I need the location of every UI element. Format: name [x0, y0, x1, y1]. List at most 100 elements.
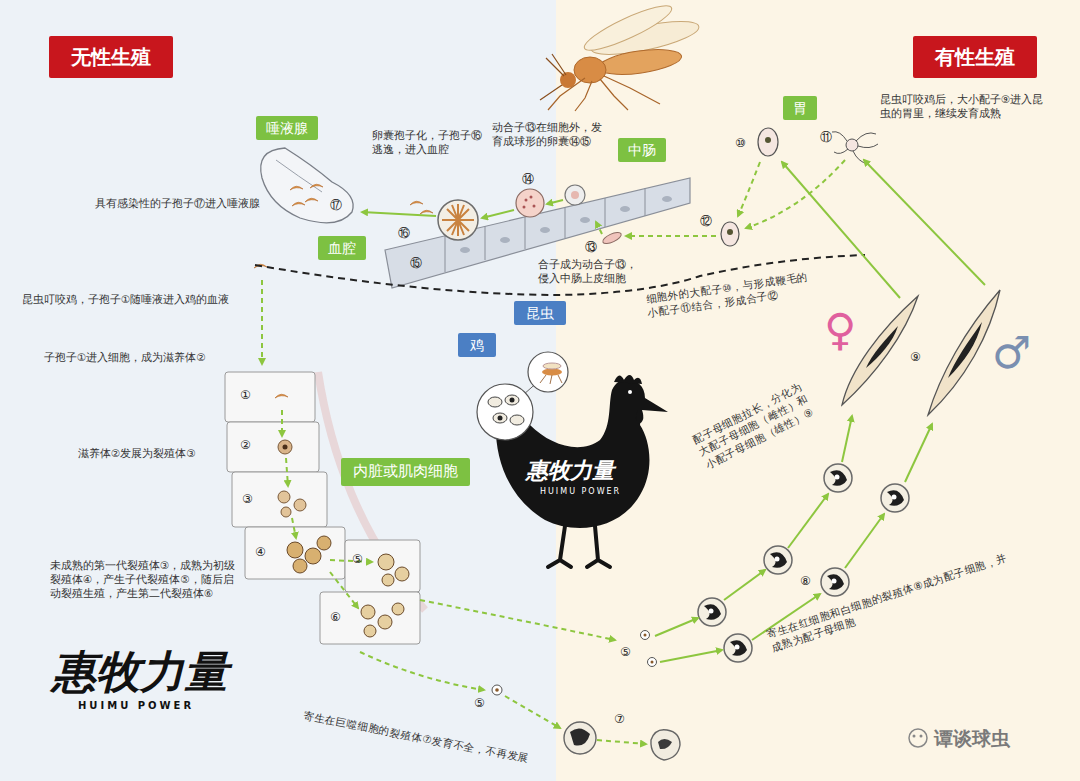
- host-tag: 鸡: [458, 333, 496, 357]
- tissue-cells-part: [278, 491, 290, 503]
- tissue-cells-part: [378, 615, 392, 629]
- callout-number: ⑬: [585, 240, 597, 255]
- tag-text: 昆虫: [526, 304, 554, 322]
- section-banner: 无性生殖: [49, 36, 173, 78]
- chicken-silhouette-part: [540, 375, 562, 384]
- chicken-silhouette-part: [528, 352, 568, 392]
- blood-cell-stages-part: [564, 722, 596, 754]
- blood-cell-stages-part: [658, 739, 672, 749]
- salivary-gland-part: [410, 201, 423, 205]
- gametes: [721, 128, 878, 246]
- midgut-part: [620, 206, 630, 212]
- life-cycle-dashed-arrows: [262, 160, 845, 744]
- chicken-silhouette-part: [542, 369, 562, 376]
- life-cycle-dashed-arrows-part: [281, 410, 283, 436]
- oocysts-part: [571, 191, 579, 199]
- life-cycle-dashed-arrows-part: [286, 458, 288, 486]
- gametes-part: [758, 128, 778, 156]
- oocysts-part: [565, 185, 585, 205]
- sex-symbol: ♂: [992, 328, 1031, 378]
- callout-number: ⑭: [522, 172, 534, 187]
- callout-number: ⑧: [800, 574, 811, 589]
- chicken-silhouette-part: [510, 398, 515, 403]
- oocysts-part: [523, 206, 526, 209]
- note-text: 合子成为动合子⑬，侵入中肠上皮细胞: [538, 257, 638, 285]
- salivary-gland-part: [305, 198, 318, 202]
- sex-symbol: ♀: [824, 305, 856, 355]
- chicken-silhouette-part: [543, 363, 561, 369]
- oocysts-part: [438, 200, 478, 240]
- note-text: 具有感染性的子孢子⑰进入唾液腺: [95, 196, 260, 210]
- tissue-cells-part: [345, 540, 420, 592]
- blood-cell-stages-part: [698, 598, 726, 626]
- tissue-cells-part: [392, 603, 404, 615]
- tissue-cells-part: [287, 542, 303, 558]
- life-cycle-arrows-part: [547, 200, 563, 204]
- callout-number: ⑨: [910, 350, 921, 365]
- note-text: 昆虫叮咬鸡，子孢子①随唾液进入鸡的血液: [22, 292, 229, 306]
- tissue-cells-part: [283, 445, 288, 450]
- midgut-part: [385, 178, 690, 288]
- location-tag: 血腔: [318, 236, 366, 260]
- mosquito-part: [540, 54, 566, 100]
- wechat-icon-part: [920, 735, 923, 738]
- salivary-gland-part: [292, 202, 305, 206]
- tag-text: 胃: [793, 99, 807, 117]
- callout-number: ⑥: [330, 610, 341, 625]
- life-cycle-dashed-arrows-part: [596, 222, 602, 234]
- blood-cell-stages-part: [648, 658, 657, 667]
- life-cycle-dashed-arrows-part: [597, 740, 646, 744]
- tissue-cells-part: [232, 472, 327, 527]
- watermark-logo: 惠牧力量: [52, 646, 228, 698]
- life-cycle-dashed-arrows-part: [330, 572, 358, 608]
- life-cycle-dashed-arrows-part: [626, 235, 716, 237]
- salivary-gland: [254, 148, 433, 268]
- oocysts-part: [516, 189, 544, 217]
- oocysts: [438, 185, 623, 246]
- mosquito-part: [548, 76, 660, 111]
- oocysts-part: [601, 230, 623, 246]
- mosquito-part: [580, 0, 675, 57]
- tissue-cells-part: [395, 567, 409, 581]
- callout-number: ④: [255, 545, 266, 560]
- tissue-cells-part: [293, 559, 307, 573]
- note-text: 昆虫叮咬鸡后，大小配子⑨进入昆虫的胃里，继续发育成熟: [880, 92, 1045, 120]
- blood-cell-stages-part: [764, 546, 792, 574]
- tissue-cells-part: [275, 394, 288, 398]
- section-banner: 有性生殖: [913, 36, 1037, 78]
- watermark-logo: HUIMU POWER: [540, 487, 621, 497]
- life-cycle-dashed-arrows-part: [261, 280, 263, 364]
- mosquito: [540, 0, 701, 111]
- midgut-part: [500, 237, 510, 243]
- tag-text: 鸡: [470, 336, 484, 354]
- gametes-part: [832, 132, 878, 164]
- tissue-cells-part: [364, 625, 376, 637]
- blood-cell-stages-part: [570, 728, 590, 745]
- wechat-icon: [909, 729, 927, 747]
- oocysts-part: [442, 204, 474, 236]
- chicken-silhouette-part: [510, 415, 524, 425]
- chicken-silhouette-part: [488, 397, 502, 407]
- tissue-cells-part: [225, 372, 315, 422]
- life-cycle-arrows-part: [362, 212, 436, 216]
- life-cycle-arrows-part: [724, 570, 765, 600]
- location-tag: 唾液腺: [256, 116, 318, 140]
- blood-cell-stages-part: [651, 661, 654, 664]
- oocysts-part: [533, 205, 536, 208]
- callout-number: ⑤: [474, 696, 485, 711]
- tag-text: 中肠: [628, 141, 656, 159]
- callout-number: ⑤: [620, 645, 631, 660]
- tissue-cells-part: [378, 554, 394, 570]
- tissue-cells-part: [317, 536, 331, 550]
- tissue-cells-part: [305, 548, 321, 564]
- gametocytes: [842, 290, 1000, 415]
- watermark-logo: 惠牧力量: [526, 458, 614, 484]
- chicken-silhouette-part: [493, 413, 507, 423]
- tissue-cells: [225, 372, 425, 644]
- blood-cell-stages-part: [881, 484, 909, 512]
- life-cycle-arrows-part: [655, 618, 698, 636]
- life-cycle-arrows-part: [482, 210, 514, 218]
- oocysts-part: [530, 196, 533, 199]
- callout-number: ⑫: [700, 214, 712, 229]
